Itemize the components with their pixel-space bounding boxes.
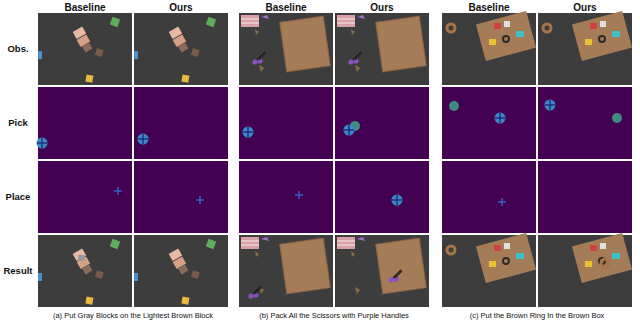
- obs-panel: [239, 13, 333, 85]
- pick-heatmap: [538, 87, 632, 159]
- column-header: Baseline: [64, 2, 105, 13]
- brown-ring: [543, 24, 551, 32]
- obs-panel: [442, 11, 536, 85]
- obs-panel: [134, 13, 228, 85]
- scissors: [248, 286, 262, 299]
- obs-panel: [38, 13, 132, 85]
- pick-marker: [495, 113, 506, 124]
- pick-marker: [138, 134, 149, 145]
- column-header: Baseline: [265, 2, 306, 13]
- result-panel: [134, 235, 228, 307]
- obs-panel: [538, 11, 632, 85]
- result-panel: [239, 235, 333, 307]
- result-panel: [442, 233, 536, 307]
- place-heatmap: [538, 161, 632, 233]
- scissors: [388, 270, 402, 283]
- column-header: Ours: [573, 2, 596, 13]
- place-marker: [196, 196, 204, 204]
- pick-marker: [545, 100, 556, 111]
- gray-block: [78, 255, 85, 261]
- scissors: [348, 52, 362, 65]
- panel-group-a: [37, 13, 229, 307]
- place-heatmap: [442, 161, 536, 233]
- pick-heatmap: [38, 87, 132, 159]
- subfigure-caption: (c) Put the Brown Ring In the Brown Box: [470, 312, 605, 320]
- panel-group-b: [239, 13, 429, 307]
- pick-heatmap: [442, 87, 536, 159]
- place-heatmap: [239, 161, 333, 233]
- obs-panel: [335, 13, 429, 85]
- pick-marker: [243, 127, 254, 138]
- place-heatmap: [134, 161, 228, 233]
- result-panel: [335, 235, 429, 307]
- place-marker: [392, 195, 403, 206]
- brown-ring: [447, 246, 455, 254]
- place-marker: [498, 198, 506, 206]
- place-marker: [295, 191, 303, 199]
- column-header: Baseline: [468, 2, 509, 13]
- row-label: Place: [6, 192, 31, 202]
- place-heatmap: [335, 161, 429, 233]
- pick-marker: [37, 138, 48, 149]
- place-marker: [114, 187, 122, 195]
- row-label: Obs.: [7, 44, 28, 54]
- result-panel: [38, 235, 132, 307]
- row-label: Pick: [8, 118, 28, 128]
- heat-blob: [449, 101, 459, 111]
- scissors: [252, 52, 266, 65]
- subfigure-caption: (b) Pack All the Scissors with Purple Ha…: [259, 312, 409, 320]
- column-header: Ours: [370, 2, 393, 13]
- column-header: Ours: [169, 2, 192, 13]
- brown-ring: [601, 259, 609, 267]
- panel-group-c: [442, 11, 632, 307]
- result-panel: [538, 233, 632, 307]
- pick-heatmap: [335, 87, 429, 159]
- pick-heatmap: [239, 87, 333, 159]
- pick-marker: [344, 125, 355, 136]
- heat-blob: [612, 113, 622, 123]
- pick-heatmap: [134, 87, 228, 159]
- subfigure-caption: (a) Put Gray Blocks on the Lightest Brow…: [53, 312, 213, 320]
- brown-ring: [447, 24, 455, 32]
- place-heatmap: [38, 161, 132, 233]
- row-label: Result: [3, 266, 32, 276]
